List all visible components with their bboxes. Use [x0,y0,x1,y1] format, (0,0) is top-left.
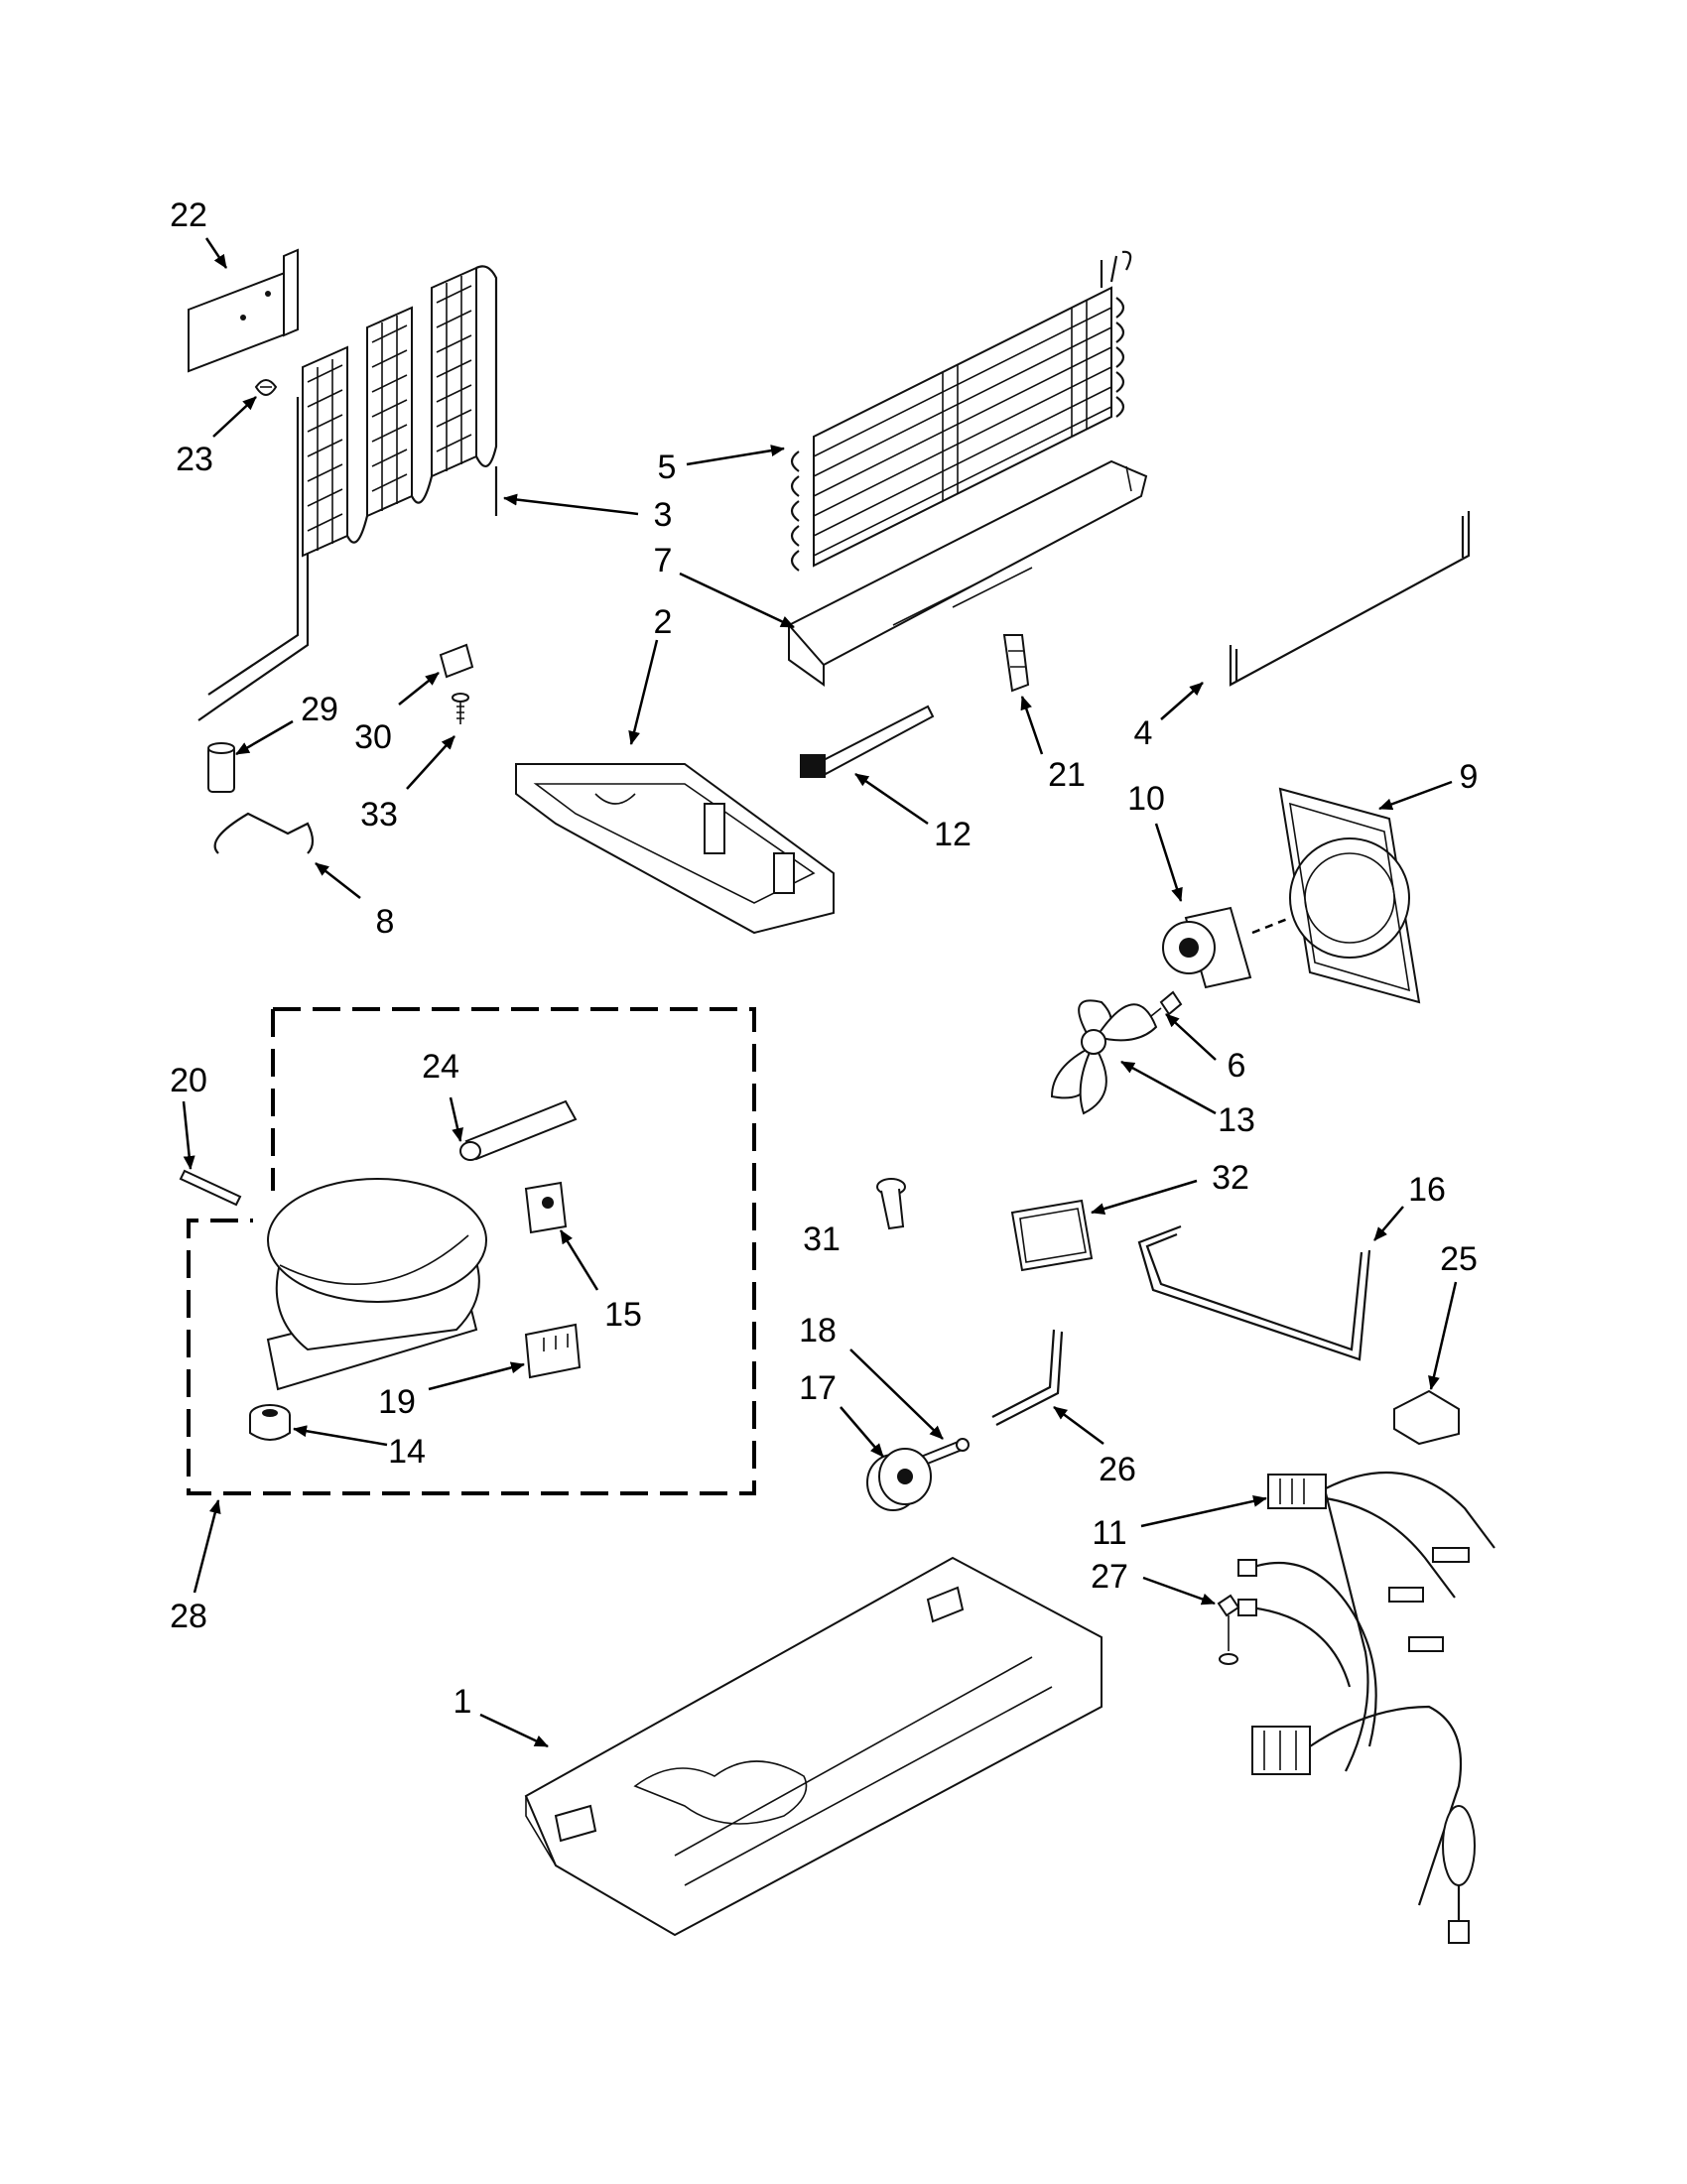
part-9-fan-shroud [1278,787,1421,1004]
leader-lines [182,237,1458,1748]
callout-31: 31 [803,1220,841,1258]
part-4-tube [1229,511,1471,687]
callout-29: 29 [301,691,338,728]
callout-2: 2 [654,603,673,641]
part-27-screw [1217,1594,1240,1665]
callout-16: 16 [1408,1171,1446,1209]
compressor [266,1178,487,1391]
callout-18: 18 [799,1312,837,1349]
callout-11: 11 [1092,1514,1126,1552]
callout-10: 10 [1127,780,1165,818]
part-19-relay [524,1323,582,1379]
part-29-capacitor [207,742,235,793]
callout-26: 26 [1099,1451,1136,1488]
callout-30: 30 [354,718,392,756]
part-31-grommet [876,1178,906,1230]
callout-25: 25 [1440,1240,1478,1278]
part-13-fan-blade [1050,999,1158,1115]
part-1-base-plate [524,1556,1103,1937]
part-26-tube [991,1329,1064,1426]
part-15-overload [524,1181,568,1234]
part-14-grommet [249,1404,291,1441]
part-22-bracket [188,248,299,373]
part-28-compressor-kit-outline [187,1007,756,1495]
part-10-fan-motor [1162,906,1291,989]
callout-7: 7 [654,542,673,579]
part-8-wire-form [213,812,315,854]
part-17-roller [866,1448,932,1511]
callout-19: 19 [378,1383,416,1421]
callout-6: 6 [1228,1047,1246,1085]
part-23-clip [254,379,278,396]
callout-24: 24 [422,1048,459,1086]
part-20-strap [179,1169,242,1207]
callout-8: 8 [376,903,395,941]
part-30-clip [439,643,474,679]
part-33-screw [452,693,469,724]
part-32-filter-pad [1010,1199,1094,1272]
callout-17: 17 [799,1369,837,1407]
part-18-axle [919,1438,970,1467]
part-25-bracket [1393,1389,1460,1446]
callout-27: 27 [1091,1558,1128,1596]
callout-28: 28 [170,1598,207,1635]
callout-32: 32 [1212,1159,1249,1197]
callout-5: 5 [658,449,677,486]
callout-1: 1 [454,1683,472,1721]
callout-21: 21 [1048,756,1086,794]
callout-4: 4 [1134,714,1153,752]
callout-23: 23 [176,441,213,478]
part-11-wire-harness [1237,1471,1495,1944]
callout-13: 13 [1218,1101,1255,1139]
callout-33: 33 [360,796,398,834]
callout-20: 20 [170,1062,207,1099]
callout-22: 22 [170,196,207,234]
part-5-evaporator [790,250,1132,572]
callout-9: 9 [1460,758,1479,796]
part-21-clip [1002,634,1030,693]
part-16-tube [1137,1224,1371,1361]
part-7-drain-trough [788,459,1148,687]
callout-14: 14 [388,1433,426,1471]
part-12-cable-tie [800,705,935,778]
callout-15: 15 [604,1296,642,1334]
part-3-condenser [197,265,498,721]
callout-3: 3 [654,496,673,534]
callout-labels: 22 23 3 5 7 2 4 21 9 10 12 29 30 33 8 6 … [170,196,1478,1721]
part-24-filter-drier [459,1099,578,1161]
part-2-drain-pan [515,763,835,935]
callout-12: 12 [934,816,972,853]
